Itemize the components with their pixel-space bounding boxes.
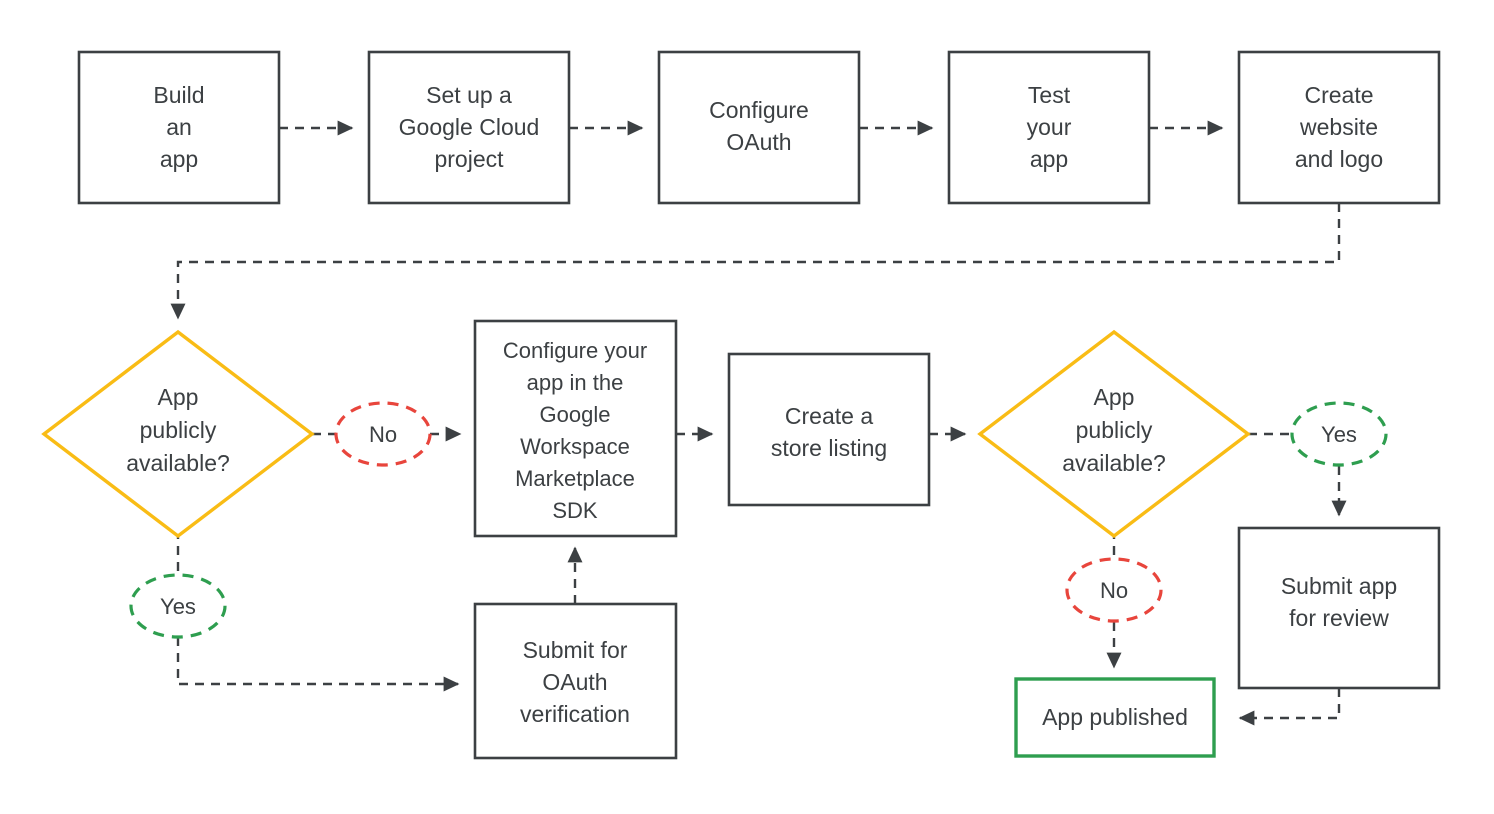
edge-label-decision1-yes: Yes [129,573,227,639]
node-app-published[interactable]: App published [1014,677,1216,758]
node-app-published-shape[interactable] [1014,677,1216,758]
node-build-an-app-line-1: an [166,114,192,140]
node-set-up-google-cloud-project-line-1: Google Cloud [399,114,540,140]
node-submit-for-oauth-verification-line-1: OAuth [542,669,607,695]
node-submit-app-for-review[interactable]: Submit app for review [1237,526,1441,690]
node-app-publicly-available-1-line-2: available? [126,450,230,476]
node-create-a-store-listing-line-0: Create a [785,403,873,429]
node-configure-app-in-marketplace-sdk-line-0: Configure your [503,338,647,363]
node-app-publicly-available-1[interactable]: App publicly available? [41,329,315,539]
node-set-up-google-cloud-project-shape[interactable] [367,50,571,205]
node-set-up-google-cloud-project-line-0: Set up a [426,82,512,108]
edge-label-decision2-yes-text: Yes [1321,422,1357,447]
edges-layer [170,120,1347,726]
node-test-your-app-line-0: Test [1028,82,1071,108]
node-submit-for-oauth-verification-line-2: verification [520,701,630,727]
node-app-published-line-0: App published [1042,704,1188,730]
node-create-a-store-listing[interactable]: Create a store listing [727,352,931,507]
node-app-publicly-available-2-shape[interactable] [977,329,1251,539]
node-app-publicly-available-2-line-1: publicly [1076,417,1153,443]
node-build-an-app-line-0: Build [153,82,204,108]
node-configure-app-in-marketplace-sdk-line-3: Workspace [520,434,630,459]
node-app-publicly-available-2[interactable]: App publicly available? [977,329,1251,539]
edge-label-decision1-no-shape [334,401,432,467]
node-configure-app-in-marketplace-sdk[interactable]: Configure your app in the Google Workspa… [473,319,678,538]
node-configure-app-in-marketplace-sdk-shape[interactable] [473,319,678,538]
node-create-website-and-logo-shape[interactable] [1237,50,1441,205]
node-submit-app-for-review-line-1: for review [1289,605,1389,631]
node-create-website-and-logo-line-0: Create [1304,82,1373,108]
node-configure-oauth[interactable]: Configure OAuth [657,50,861,205]
edge-label-decision1-yes-shape [129,573,227,639]
edge-label-decision1-no: No [334,401,432,467]
node-set-up-google-cloud-project[interactable]: Set up a Google Cloud project [367,50,571,205]
edge-label-decision1-no-text: No [369,422,397,447]
node-submit-for-oauth-verification-shape[interactable] [473,602,678,760]
node-submit-app-for-review-line-0: Submit app [1281,573,1397,599]
node-test-your-app[interactable]: Test your app [947,50,1151,205]
node-test-your-app-line-2: app [1030,146,1068,172]
node-app-publicly-available-2-line-0: App [1094,384,1135,410]
node-configure-oauth-shape[interactable] [657,50,861,205]
node-test-your-app-line-1: your [1027,114,1072,140]
node-configure-app-in-marketplace-sdk-line-5: SDK [552,498,598,523]
node-app-publicly-available-2-line-2: available? [1062,450,1166,476]
node-submit-app-for-review-shape[interactable] [1237,526,1441,690]
node-build-an-app-shape[interactable] [77,50,281,205]
node-build-an-app-line-2: app [160,146,198,172]
node-create-a-store-listing-line-1: store listing [771,435,887,461]
node-app-publicly-available-1-shape[interactable] [41,329,315,539]
node-test-your-app-shape[interactable] [947,50,1151,205]
node-app-publicly-available-1-line-1: publicly [140,417,217,443]
edge-label-decision2-no-shape [1065,557,1163,623]
node-create-a-store-listing-shape[interactable] [727,352,931,507]
node-configure-oauth-line-0: Configure [709,97,809,123]
node-set-up-google-cloud-project-line-2: project [434,146,504,172]
node-create-website-and-logo-line-1: website [1299,114,1378,140]
node-configure-app-in-marketplace-sdk-line-4: Marketplace [515,466,635,491]
node-configure-app-in-marketplace-sdk-line-2: Google [540,402,611,427]
node-create-website-and-logo[interactable]: Create website and logo [1237,50,1441,205]
node-build-an-app[interactable]: Build an app [77,50,281,205]
edge-label-decision2-no-text: No [1100,578,1128,603]
edge-submit-review-to-app-published [1238,688,1341,726]
node-configure-oauth-line-1: OAuth [726,129,791,155]
node-submit-for-oauth-verification-line-0: Submit for [523,637,628,663]
edge-website-to-decision1 [170,203,1341,320]
edge-yes-label-to-oauth-verification [176,637,460,692]
edge-label-decision2-no: No [1065,557,1163,623]
edge-label-decision2-yes-shape [1290,401,1388,467]
edge-label-decision1-yes-text: Yes [160,594,196,619]
node-app-publicly-available-1-line-0: App [158,384,199,410]
edge-label-decision2-yes: Yes [1290,401,1388,467]
node-submit-for-oauth-verification[interactable]: Submit for OAuth verification [473,602,678,760]
node-create-website-and-logo-line-2: and logo [1295,146,1383,172]
node-configure-app-in-marketplace-sdk-line-1: app in the [527,370,624,395]
